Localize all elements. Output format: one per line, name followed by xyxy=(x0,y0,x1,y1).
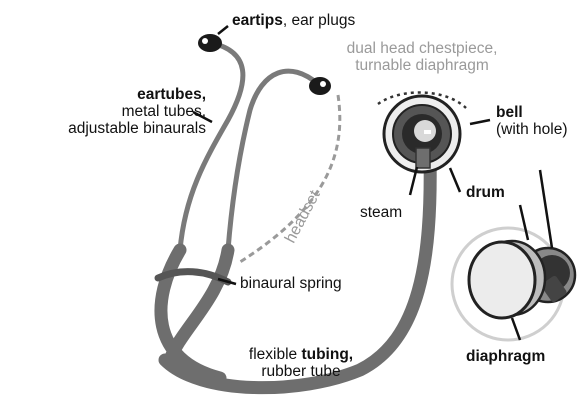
eartip-right-icon xyxy=(309,77,331,95)
label-eartips-bold: eartips xyxy=(232,12,283,29)
label-steam: steam xyxy=(360,204,402,221)
label-diaphragm: diaphragm xyxy=(466,348,545,365)
diaphragm-part-icon xyxy=(469,242,535,318)
label-bell-line1: bell xyxy=(496,104,568,121)
label-tubing-line1: flexible tubing, xyxy=(226,346,376,363)
label-drum: drum xyxy=(466,184,505,201)
eartube-left xyxy=(180,43,243,250)
rubber-tubing-right-branch xyxy=(170,250,228,360)
leader-drum-chestpiece xyxy=(450,168,460,192)
label-eartips: eartips, ear plugs xyxy=(232,12,355,29)
label-bell-line2: (with hole) xyxy=(496,121,568,138)
label-eartips-rest: , ear plugs xyxy=(283,12,355,29)
leader-bell xyxy=(470,120,490,124)
label-binaural-spring: binaural spring xyxy=(240,275,342,292)
leader-eartips xyxy=(218,26,228,34)
label-chestpiece: dual head chestpiece, turnable diaphragm xyxy=(332,40,512,74)
label-tubing: flexible tubing, rubber tube xyxy=(226,346,376,380)
label-eartubes-line3: adjustable binaurals xyxy=(2,120,206,137)
label-chestpiece-line1: dual head chestpiece, xyxy=(332,40,512,57)
chestpiece-icon xyxy=(384,96,460,172)
label-eartubes-line2: metal tubes, xyxy=(2,103,206,120)
label-eartubes: eartubes, metal tubes, adjustable binaur… xyxy=(2,86,206,137)
eartip-left-icon xyxy=(198,34,222,52)
label-bell: bell (with hole) xyxy=(496,104,568,138)
leader-bell-exploded xyxy=(540,170,552,248)
label-eartubes-line1: eartubes, xyxy=(2,86,206,103)
label-chestpiece-line2: turnable diaphragm xyxy=(332,57,512,74)
label-tubing-line2: rubber tube xyxy=(226,363,376,380)
